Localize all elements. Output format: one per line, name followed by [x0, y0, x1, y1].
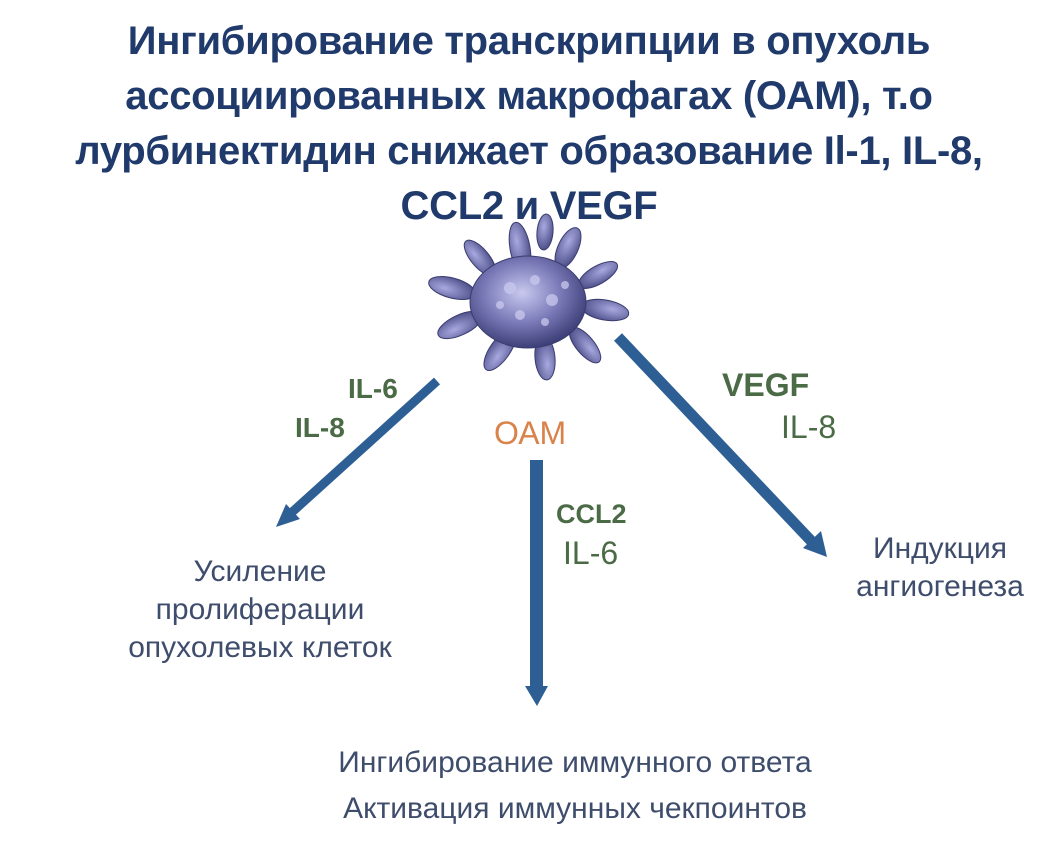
outcome-line: пролиферации [155, 593, 365, 626]
outcome-angiogenesis: Индукция ангиогенеза [830, 530, 1050, 606]
center-label-oam: ОАМ [494, 415, 567, 451]
arrow-to-angiogenesis [614, 333, 827, 557]
title-line: Ингибирование транскрипции в опухоль [127, 19, 931, 63]
arrow-to-proliferation [276, 377, 441, 527]
outcome-line: Усиление [193, 555, 327, 588]
outcome-line: опухолевых клеток [128, 631, 392, 664]
left-label-il8: IL-8 [295, 412, 345, 443]
outcome-immune: Ингибирование иммунного ответа Активация… [270, 740, 880, 832]
arrow-to-immune [525, 460, 548, 706]
diagram-title: Ингибирование транскрипции в опухоль асс… [0, 14, 1058, 234]
title-line: CCL2 и VEGF [400, 184, 658, 228]
outcome-line: Ингибирование иммунного ответа [338, 746, 812, 779]
left-label-il6: IL-6 [348, 373, 398, 404]
outcome-line: ангиогенеза [856, 570, 1024, 603]
outcome-line: Индукция [873, 532, 1007, 565]
macrophage-cell-icon [428, 213, 630, 381]
middle-label-il6: IL-6 [563, 535, 619, 571]
middle-label-ccl2: CCL2 [556, 499, 627, 529]
right-label-vegf: VEGF [722, 367, 810, 403]
title-line: ассоциированных макрофагах (ОАМ), т.о [125, 74, 933, 118]
outcome-line: Активация иммунных чекпоинтов [343, 792, 807, 825]
title-line: лурбинектидин снижает образование Il-1, … [75, 129, 983, 173]
right-label-il8: IL-8 [781, 409, 837, 445]
outcome-proliferation: Усиление пролиферации опухолевых клеток [95, 553, 425, 667]
